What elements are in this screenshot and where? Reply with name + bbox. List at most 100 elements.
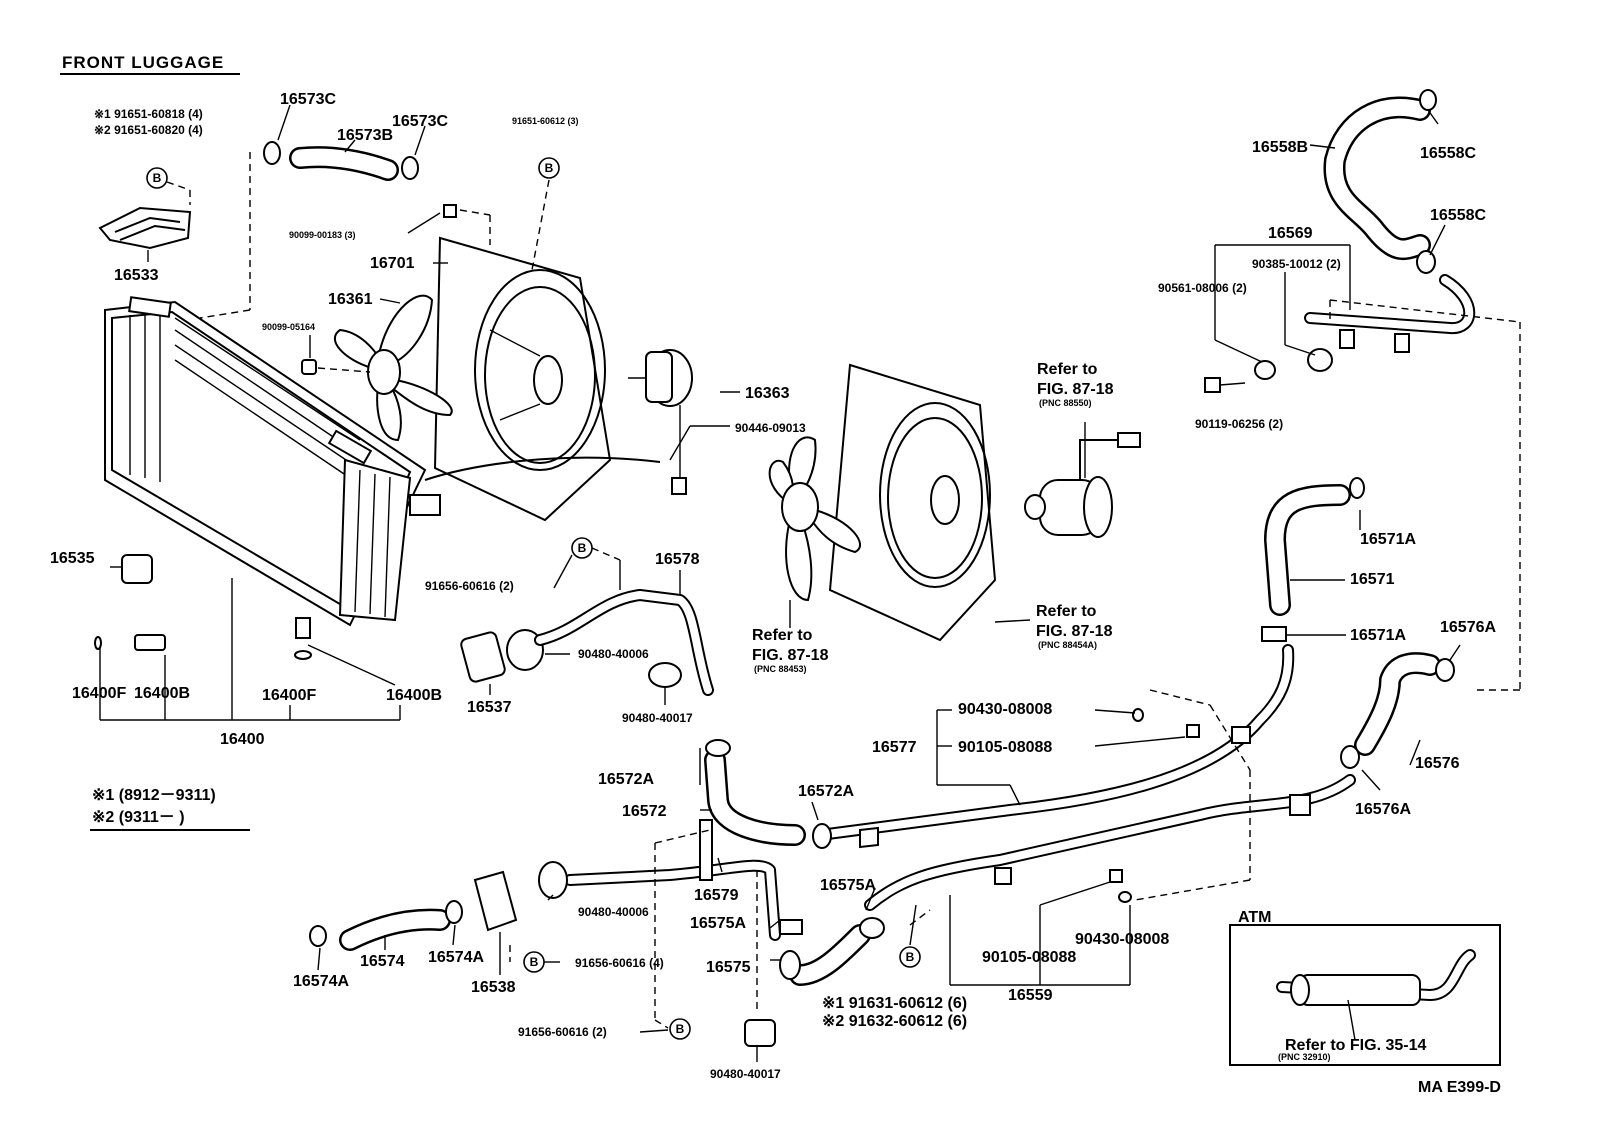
label-16558B: 16558B	[1252, 139, 1308, 156]
label-refer-87-18-a1: Refer to	[1037, 361, 1098, 378]
callout-b-3: B	[571, 537, 593, 559]
label-16533: 16533	[114, 267, 159, 284]
figure-code: MA E399-D	[1418, 1079, 1501, 1096]
label-90105-08088-a: 90105-08088	[958, 739, 1052, 756]
label-91632-60612: ※2 91632-60612 (6)	[822, 1013, 967, 1030]
label-16535: 16535	[50, 550, 95, 567]
label-16400B-b: 16400B	[386, 687, 442, 704]
label-90561-08006: 90561-08006 (2)	[1158, 281, 1247, 295]
label-16573C-b: 16573C	[392, 113, 448, 130]
label-90099-05164: 90099-05164	[262, 322, 315, 332]
label-refer-87-18-c2: FIG. 87-18	[1036, 623, 1113, 640]
gasket-16400F-a	[94, 636, 102, 650]
label-16572A-a: 16572A	[598, 771, 654, 788]
atm-box-title: ATM	[1238, 909, 1271, 926]
callout-b-6: B	[899, 946, 921, 968]
label-90099-00183: 90099-00183 (3)	[289, 230, 356, 240]
label-91651-60818: ※1 91651-60818 (4)	[94, 107, 203, 121]
label-16573C-a: 16573C	[280, 91, 336, 108]
label-16571: 16571	[1350, 571, 1395, 588]
pipe-16559	[864, 774, 1356, 911]
hose-16573B	[263, 141, 419, 181]
seal-16537	[460, 629, 544, 683]
label-16572: 16572	[622, 803, 667, 820]
label-91631-60612: ※1 91631-60612 (6)	[822, 995, 967, 1012]
label-16574A-a: 16574A	[293, 973, 349, 990]
label-91651-60612: 91651-60612 (3)	[512, 116, 579, 126]
label-16558C-b: 16558C	[1430, 207, 1486, 224]
grommet-90480-40017-b	[744, 1019, 776, 1047]
hose-16576	[1340, 652, 1455, 769]
gasket-16400F-b	[294, 650, 312, 660]
callout-b-1: B	[146, 167, 168, 189]
fan-motor-16363	[628, 349, 693, 495]
bolt-90099-00183	[443, 204, 457, 218]
svg-text:B: B	[906, 950, 915, 964]
label-refer-87-18-c1: Refer to	[1036, 603, 1097, 620]
grommet-90385	[1307, 348, 1333, 372]
legend-note-1: ※1 (8912－9311)	[92, 787, 216, 804]
bracket-16533	[98, 206, 192, 250]
svg-text:B: B	[676, 1022, 685, 1036]
fan-left	[333, 294, 453, 442]
label-91651-60820: ※2 91651-60820 (4)	[94, 123, 203, 137]
label-16361: 16361	[328, 291, 373, 308]
label-16701: 16701	[370, 255, 415, 272]
section-title: FRONT LUGGAGE	[62, 53, 224, 72]
svg-text:B: B	[530, 955, 539, 969]
label-refer-87-18-a2: FIG. 87-18	[1037, 381, 1114, 398]
seal-16538	[473, 870, 518, 932]
fan-center	[768, 436, 861, 602]
hose-16574	[309, 900, 463, 951]
label-pnc-88550: (PNC 88550)	[1039, 398, 1092, 408]
part-labels: 16573C 16573B 16573C ※1 91651-60818 (4) …	[50, 91, 1501, 1096]
pipe-16569	[1304, 274, 1476, 353]
label-90480-40006-b: 90480-40006	[578, 905, 649, 919]
label-16537: 16537	[467, 699, 512, 716]
label-16574A-b: 16574A	[428, 949, 484, 966]
label-16576: 16576	[1415, 755, 1460, 772]
label-90430-08008-b: 90430-08008	[1075, 931, 1169, 948]
bolt-90105-08088-b	[1109, 869, 1123, 883]
label-16578: 16578	[655, 551, 700, 568]
label-91656-60616-c: 91656-60616 (2)	[518, 1025, 607, 1039]
fan-shroud-center	[828, 363, 997, 642]
label-16400F-a: 16400F	[72, 685, 126, 702]
grommet-90480-40006-b	[538, 861, 568, 899]
leader-lines	[99, 104, 1521, 1062]
label-16363: 16363	[745, 385, 790, 402]
atm-oil-cooler-pipe	[1276, 949, 1476, 1006]
callout-b-4: B	[523, 951, 545, 973]
hose-16558B	[1323, 89, 1437, 274]
callout-b-5: B	[669, 1018, 691, 1040]
label-16576A-a: 16576A	[1440, 619, 1496, 636]
label-16576A-b: 16576A	[1355, 801, 1411, 818]
label-16400F-b: 16400F	[262, 687, 316, 704]
svg-text:B: B	[578, 541, 587, 555]
harness-wire	[424, 456, 661, 481]
bolt-90119	[1204, 377, 1246, 393]
hose-16572	[704, 739, 832, 849]
cap-16535	[121, 554, 153, 584]
label-90446-09013: 90446-09013	[735, 421, 806, 435]
svg-text:B: B	[545, 161, 554, 175]
label-16575A-b: 16575A	[690, 915, 746, 932]
washer-90430-08008-a	[1132, 708, 1144, 722]
label-pnc-32910: (PNC 32910)	[1278, 1052, 1331, 1062]
label-refer-87-18-b1: Refer to	[752, 627, 813, 644]
pipe-16579	[564, 819, 781, 941]
label-90480-40017-a: 90480-40017	[622, 711, 693, 725]
label-16572A-b: 16572A	[798, 783, 854, 800]
label-91656-60616-b: 91656-60616 (4)	[575, 956, 664, 970]
plug-16400B-b	[295, 617, 311, 639]
label-refer-87-18-b2: FIG. 87-18	[752, 647, 829, 664]
label-90480-40017-b: 90480-40017	[710, 1067, 781, 1081]
label-16558C-a: 16558C	[1420, 145, 1476, 162]
label-16400B-a: 16400B	[134, 685, 190, 702]
grommet-90480-40017-a	[648, 662, 682, 688]
plug-16400B-a	[134, 634, 166, 651]
bolt-90105-08088-a	[1186, 724, 1200, 738]
hose-16575	[779, 917, 885, 986]
label-90430-08008-a: 90430-08008	[958, 701, 1052, 718]
